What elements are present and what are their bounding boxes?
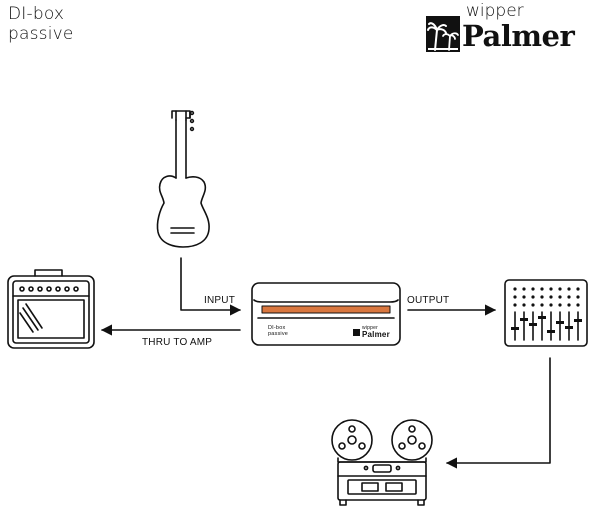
brand-logo: wipper Palmer [426,1,596,54]
electric-guitar-icon [156,110,210,248]
reel-to-reel-tape-recorder-icon [331,419,433,506]
diagram-title: DI-box passive [8,4,74,44]
device-label-line-2: passive [268,331,288,337]
di-box-device [251,282,401,346]
mixing-console-icon [504,279,588,347]
device-brand-small: wipper [362,325,378,331]
recorder-cable [445,357,551,469]
input-label: INPUT [204,295,235,306]
palm-tree-icon [426,16,460,52]
thru-label: THRU TO AMP [142,337,212,348]
title-line-2: passive [8,24,74,44]
device-brand-name: Palmer [362,330,390,339]
output-label: OUTPUT [407,295,449,306]
brand-wipper: wipper [466,1,524,21]
device-palm-icon [353,329,360,336]
guitar-amplifier-icon [7,269,95,349]
title-line-1: DI-box [8,4,65,24]
brand-palmer: Palmer [462,19,575,53]
device-label-line-1: DI-box [268,325,285,331]
input-cable [180,257,242,316]
